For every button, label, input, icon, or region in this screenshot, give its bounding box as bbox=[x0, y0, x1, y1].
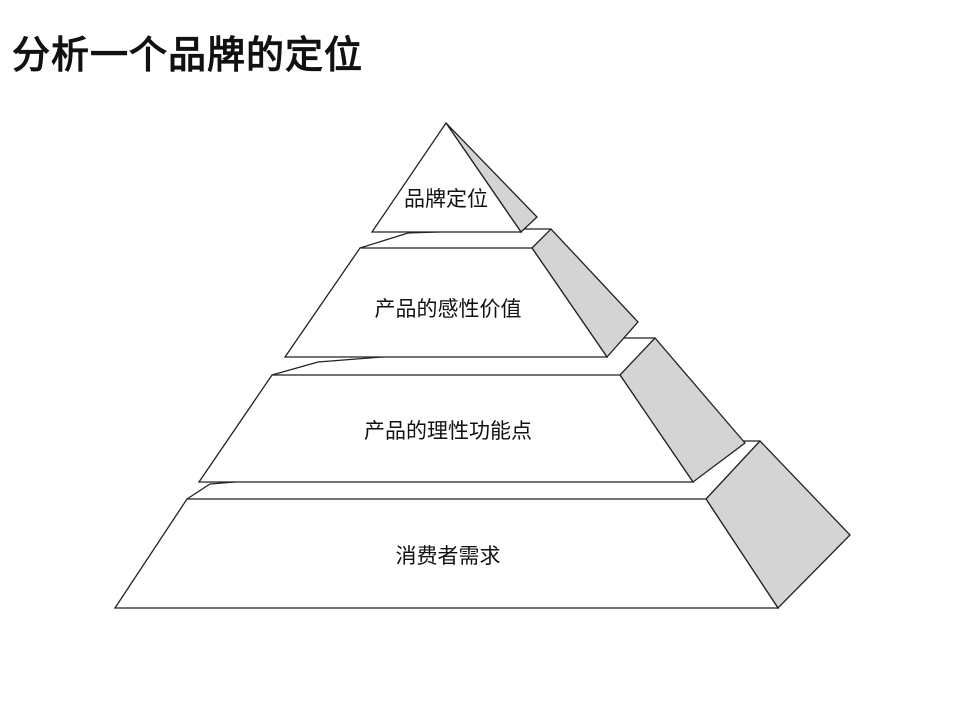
pyramid-level-emotional-value: 产品的感性价值 bbox=[283, 228, 639, 359]
level-3-label: 产品的理性功能点 bbox=[364, 419, 532, 443]
level-2-face bbox=[283, 247, 609, 358]
level-1-face bbox=[370, 121, 523, 233]
pyramid-level-rational-features: 产品的理性功能点 bbox=[197, 337, 746, 483]
pyramid-level-brand-positioning: 品牌定位 bbox=[370, 121, 538, 233]
page-title: 分析一个品牌的定位 bbox=[12, 33, 364, 77]
level-1-label: 品牌定位 bbox=[404, 187, 488, 211]
level-3-face bbox=[197, 374, 695, 483]
level-4-label: 消费者需求 bbox=[396, 544, 501, 568]
pyramid-level-consumer-needs: 消费者需求 bbox=[113, 440, 851, 610]
level-2-label: 产品的感性价值 bbox=[375, 297, 522, 321]
level-4-face bbox=[113, 498, 780, 609]
